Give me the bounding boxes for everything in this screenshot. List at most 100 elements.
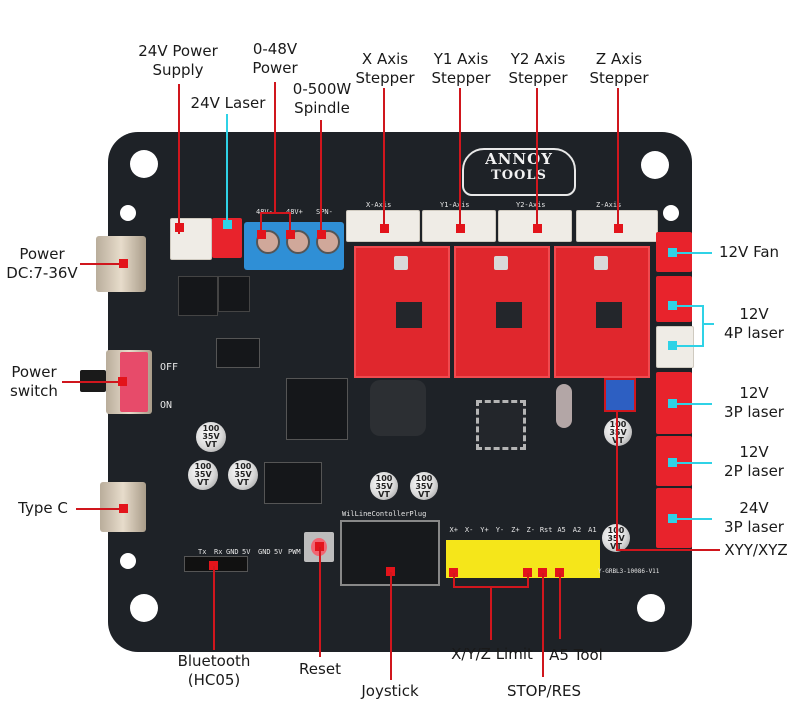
cap-marking: VT bbox=[205, 440, 217, 449]
callout-dot-48v-minus bbox=[257, 230, 266, 239]
cap-marking: 35V bbox=[375, 482, 393, 491]
z-axis-silk: Z-Axis bbox=[596, 201, 622, 209]
bt-pin-5v: 5V bbox=[242, 548, 251, 556]
label-line: Power bbox=[252, 59, 298, 77]
label-line: Power bbox=[11, 363, 57, 381]
label-line: A5 Tool bbox=[549, 646, 603, 664]
cap-marking: 100 bbox=[375, 474, 393, 483]
label-line: Bluetooth bbox=[177, 652, 251, 670]
label-line: 24V Laser bbox=[190, 94, 266, 112]
label-line: 2P laser bbox=[724, 462, 784, 480]
callout-line-y1-axis bbox=[459, 88, 461, 228]
label-y2-axis-stepper: Y2 Axis Stepper bbox=[503, 50, 573, 88]
callout-dot-x-axis bbox=[380, 224, 389, 233]
label-line: Stepper bbox=[508, 69, 568, 87]
label-line: Stepper bbox=[589, 69, 649, 87]
label-line: Type C bbox=[18, 499, 68, 517]
callout-dot-limit-z bbox=[523, 568, 532, 577]
label-power-dc: Power DC:7-36V bbox=[4, 245, 80, 283]
driver-chip-z bbox=[596, 302, 622, 328]
callout-line-24v-supply bbox=[178, 84, 180, 234]
cap-marking: 100 bbox=[234, 462, 252, 471]
callout-dot-y2-axis bbox=[533, 224, 542, 233]
label-bluetooth: Bluetooth (HC05) bbox=[168, 652, 260, 690]
label-24v-power-supply: 24V Power Supply bbox=[126, 42, 230, 80]
label-line: 0-500W bbox=[292, 80, 352, 98]
cap-marking: VT bbox=[612, 436, 624, 445]
cap-marking: 100 bbox=[415, 474, 433, 483]
callout-dot-joystick bbox=[386, 567, 395, 576]
xyy-xyz-jumper[interactable] bbox=[604, 378, 636, 412]
label-line: DC:7-36V bbox=[6, 264, 78, 282]
label-line: Y1 Axis bbox=[433, 50, 489, 68]
callout-dot-reset bbox=[315, 542, 324, 551]
y2-axis-silk: Y2-Axis bbox=[516, 201, 546, 209]
pwm-pin-5v: 5V bbox=[274, 548, 283, 556]
cap-marking: 100 bbox=[202, 424, 220, 433]
pin-label: Y+ bbox=[480, 526, 489, 534]
potentiometer-y[interactable] bbox=[494, 256, 508, 270]
label-stop-res: STOP/RES bbox=[500, 682, 588, 701]
label-line: 3P laser bbox=[724, 518, 784, 536]
label-line: STOP/RES bbox=[506, 682, 581, 700]
label-reset: Reset bbox=[290, 660, 350, 679]
label-z-axis-stepper: Z Axis Stepper bbox=[584, 50, 654, 88]
screw-3 bbox=[316, 230, 340, 254]
pwm-pin-pwm: PWM bbox=[288, 548, 301, 556]
label-line: Joystick bbox=[361, 682, 419, 700]
potentiometer-x[interactable] bbox=[394, 256, 408, 270]
label-line: Stepper bbox=[431, 69, 491, 87]
callout-dot-24v-3p bbox=[668, 514, 677, 523]
label-line: 24V Power bbox=[138, 42, 218, 60]
label-line: Y2 Axis bbox=[510, 50, 566, 68]
callout-line-0-48v-l bbox=[260, 212, 262, 234]
label-line: 12V bbox=[739, 443, 769, 461]
callout-line-xyy-v bbox=[616, 410, 618, 550]
callout-line-y2-axis bbox=[536, 88, 538, 228]
callout-line-reset bbox=[319, 547, 321, 657]
callout-dot-24v-laser bbox=[223, 220, 232, 229]
mosfet-2 bbox=[218, 276, 250, 312]
callout-dot-limit-x bbox=[449, 568, 458, 577]
microcontroller bbox=[476, 400, 526, 450]
label-line: (HC05) bbox=[187, 671, 241, 689]
callout-dot-power-switch bbox=[118, 377, 127, 386]
callout-line-power-dc bbox=[80, 263, 125, 265]
label-12v-4p-laser: 12V 4P laser bbox=[712, 305, 796, 343]
label-line: Stepper bbox=[355, 69, 415, 87]
callout-line-a5 bbox=[559, 573, 561, 639]
diode-ss56 bbox=[216, 338, 260, 368]
callout-line-4p-h bbox=[702, 323, 714, 325]
callout-line-bluetooth bbox=[213, 566, 215, 650]
label-line: 12V Fan bbox=[718, 243, 780, 261]
y1-axis-silk: Y1-Axis bbox=[440, 201, 470, 209]
callout-line-24v-3p bbox=[672, 518, 712, 520]
bt-pin-rx: Rx bbox=[214, 548, 223, 556]
label-line: 12V bbox=[739, 384, 769, 402]
label-line: XYY/XYZ bbox=[724, 541, 788, 559]
mount-hole-tl bbox=[130, 150, 158, 178]
model-silkscreen: Y-GRBL3-10086-V11 bbox=[598, 568, 660, 575]
callout-line-spindle bbox=[320, 120, 322, 234]
callout-line-0-48v-h bbox=[260, 212, 290, 214]
callout-dot-4p-b bbox=[668, 341, 677, 350]
cap-marking: VT bbox=[197, 478, 209, 487]
label-12v-2p-laser: 12V 2P laser bbox=[712, 443, 796, 481]
label-x-axis-stepper: X Axis Stepper bbox=[350, 50, 420, 88]
mount-hole-tl-small bbox=[120, 205, 136, 221]
switch-on-label: ON bbox=[160, 400, 173, 411]
potentiometer-z[interactable] bbox=[594, 256, 608, 270]
label-line: Spindle bbox=[294, 99, 350, 117]
callout-line-0-48v bbox=[274, 82, 276, 212]
mount-hole-bl bbox=[130, 594, 158, 622]
cap-marking: VT bbox=[237, 478, 249, 487]
callout-line-x-axis bbox=[383, 88, 385, 228]
label-0-48v-power: 0-48V Power bbox=[240, 40, 310, 78]
mosfet-1 bbox=[178, 276, 218, 316]
cap-marking: 35V bbox=[234, 470, 252, 479]
callout-dot-4p-a bbox=[668, 301, 677, 310]
label-power-switch: Power switch bbox=[4, 363, 64, 401]
